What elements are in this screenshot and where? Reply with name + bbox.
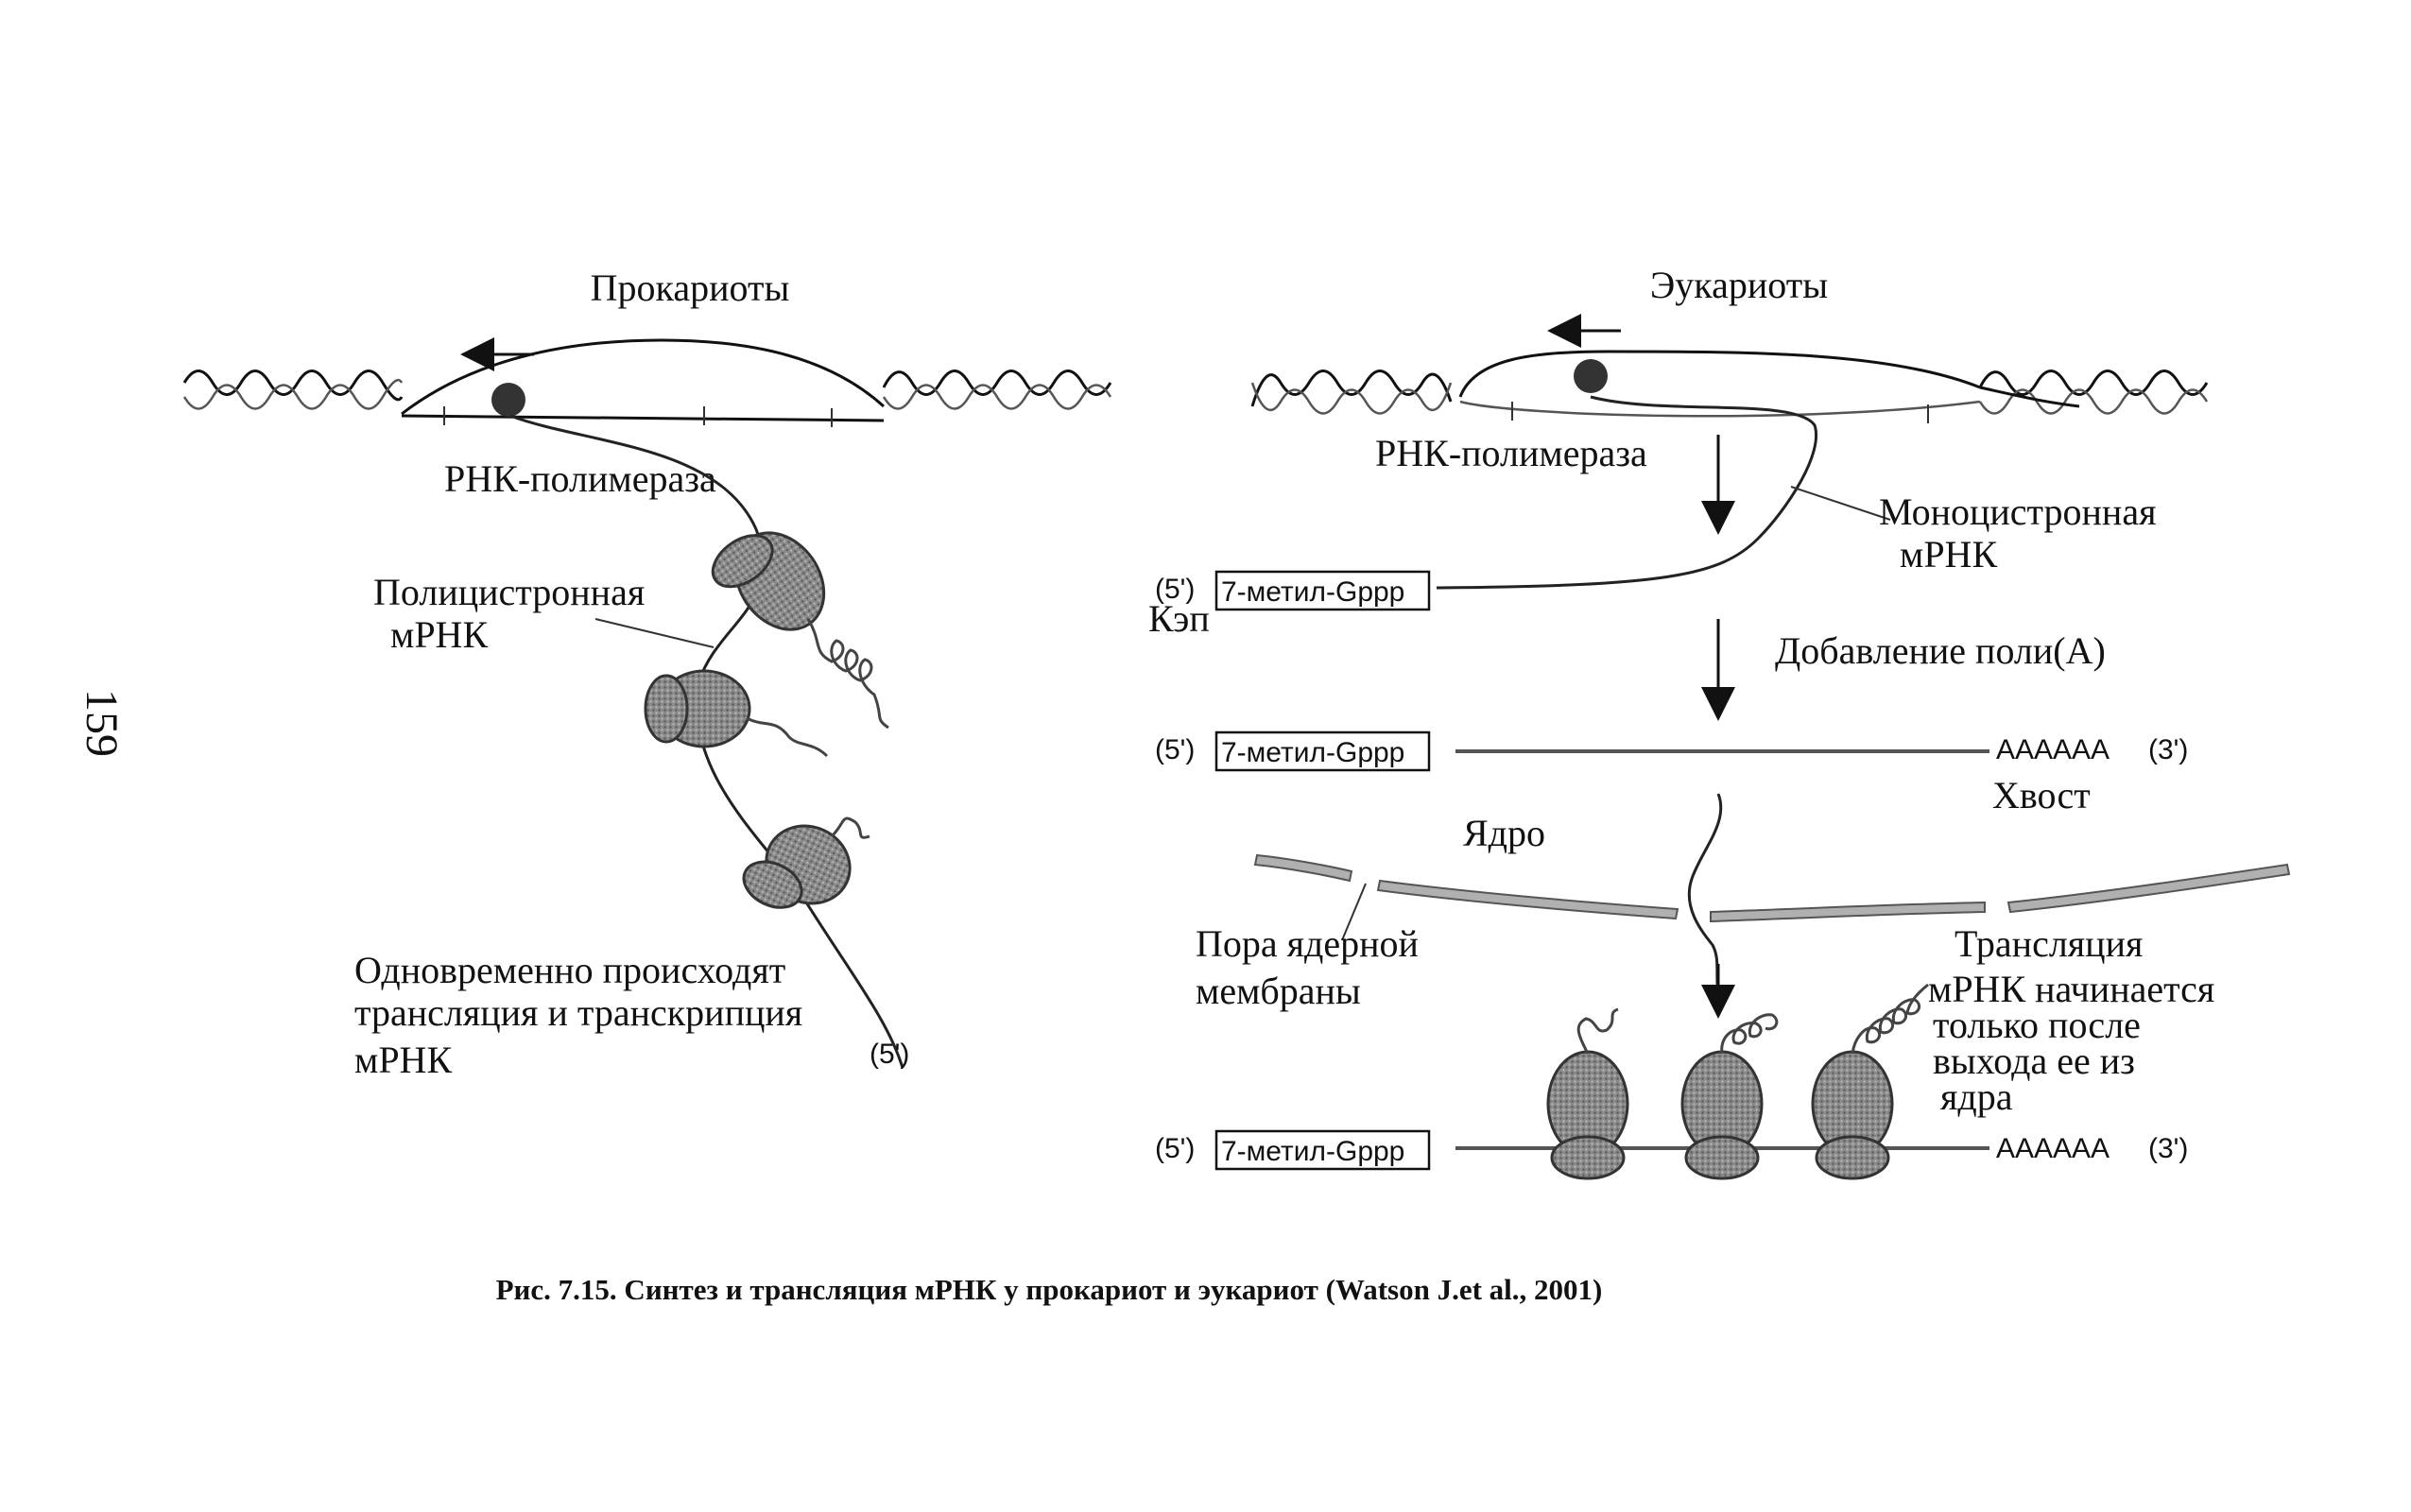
eukaryote-bubble-bottom-strand <box>1459 400 1981 418</box>
prokaryote-nascent-peptide-1 <box>806 618 889 730</box>
eukaryote-row2-cap-text: 7-метил-Gppp <box>1221 737 1404 768</box>
nucleus-label: Ядро <box>1463 812 1545 854</box>
pore-label-line2: мембраны <box>1196 970 1361 1012</box>
prokaryote-dna-helix-right <box>882 369 1112 410</box>
eukaryote-bubble-top-strand <box>1458 350 1981 398</box>
tail-label: Хвост <box>1992 774 2091 816</box>
monocistronic-label-line2: мРНК <box>1900 533 1997 576</box>
prokaryote-bubble-bottom-strand <box>401 414 885 422</box>
eukaryote-peptide-2 <box>1720 1013 1779 1055</box>
eukaryote-row3-tail: AAAAAA <box>1996 1133 2110 1164</box>
eukaryote-row3-cap-text: 7-метил-Gppp <box>1221 1136 1404 1167</box>
prokaryote-rna-polymerase-label: РНК-полимераза <box>444 457 716 500</box>
translation-label-line5: ядра <box>1940 1075 2013 1118</box>
eukaryote-row1-cap-box <box>1214 570 1431 611</box>
polyA-addition-label: Добавление поли(А) <box>1775 629 2106 672</box>
simultaneous-label-line3: мРНК <box>354 1039 452 1081</box>
polycistronic-label-line2: мРНК <box>390 613 488 656</box>
prokaryotes-title: Прокариоты <box>591 266 790 309</box>
prokaryote-ribosome-2 <box>644 669 751 748</box>
nuclear-membrane <box>1253 853 2291 923</box>
eukaryote-rna-polymerase-label: РНК-полимераза <box>1375 432 1647 474</box>
eukaryote-row2-five-prime: (5') <box>1155 734 1195 765</box>
eukaryote-exported-mrna <box>1687 793 1723 998</box>
eukaryotes-title: Эукариоты <box>1650 264 1828 306</box>
eukaryote-dna-helix-left <box>1250 369 1453 415</box>
prokaryote-rna-polymerase-dot <box>491 383 525 417</box>
monocistronic-label-line1: Моноцистронная <box>1879 490 2156 533</box>
prokaryote-nascent-peptide-3 <box>830 816 870 839</box>
eukaryote-ribosome-3 <box>1811 1050 1894 1180</box>
prokaryote-ribosome-1 <box>711 531 826 631</box>
eukaryote-panel: Эукариоты РНК-полимераза Моноцистронная … <box>1148 264 2291 1180</box>
eukaryote-bubble-join <box>1979 386 2080 408</box>
eukaryote-row1-five-prime: (5') <box>1155 574 1195 605</box>
eukaryote-row1-cap-text: 7-метил-Gppp <box>1221 576 1404 608</box>
simultaneous-label-line1: Одновременно происходят <box>354 949 785 991</box>
eukaryote-row3-cap-box <box>1214 1129 1431 1171</box>
simultaneous-label-line2: трансляция и транскрипция <box>354 991 802 1034</box>
prokaryote-ribosome-3 <box>742 824 852 909</box>
pore-pointer <box>1341 883 1367 941</box>
cap-label: Кэп <box>1148 597 1210 640</box>
translation-label-line4: выхода ее из <box>1933 1040 2135 1082</box>
eukaryote-peptide-3 <box>1851 983 1929 1055</box>
prokaryote-dna-helix-left <box>182 369 404 410</box>
polycistronic-label-line1: Полицистронная <box>373 571 645 613</box>
eukaryote-row2-tail: AAAAAA <box>1996 734 2110 765</box>
prokaryote-five-prime: (5') <box>870 1039 909 1070</box>
prokaryote-nascent-peptide-2 <box>746 716 829 758</box>
eukaryote-ribosome-1 <box>1546 1050 1629 1180</box>
translation-label-line2: мРНК начинается <box>1928 968 2214 1010</box>
translation-label-line1: Трансляция <box>1955 922 2143 965</box>
page-number: 159 <box>77 689 127 757</box>
eukaryote-monocistronic-mrna <box>1436 395 1817 590</box>
eukaryote-row2-cap-box <box>1214 730 1431 772</box>
figure-caption: Рис. 7.15. Синтез и трансляция мРНК у пр… <box>496 1273 1603 1306</box>
eukaryote-rna-polymerase-dot <box>1574 359 1608 393</box>
pore-label-line1: Пора ядерной <box>1196 922 1419 965</box>
eukaryote-row2-three-prime: (3') <box>2148 734 2188 765</box>
eukaryote-peptide-1 <box>1576 1007 1619 1055</box>
eukaryote-ribosome-2 <box>1680 1050 1764 1180</box>
eukaryote-dna-helix-right <box>1978 369 2209 415</box>
translation-label-line3: только после <box>1933 1004 2141 1046</box>
polycistronic-pointer <box>594 618 715 648</box>
prokaryote-panel: Прокариоты РНК-полимераза <box>182 266 1112 1081</box>
monocistronic-pointer <box>1790 486 1891 521</box>
eukaryote-row3-three-prime: (3') <box>2148 1133 2188 1164</box>
prokaryote-bubble-top-strand <box>401 338 886 416</box>
eukaryote-row3-five-prime: (5') <box>1155 1133 1195 1164</box>
